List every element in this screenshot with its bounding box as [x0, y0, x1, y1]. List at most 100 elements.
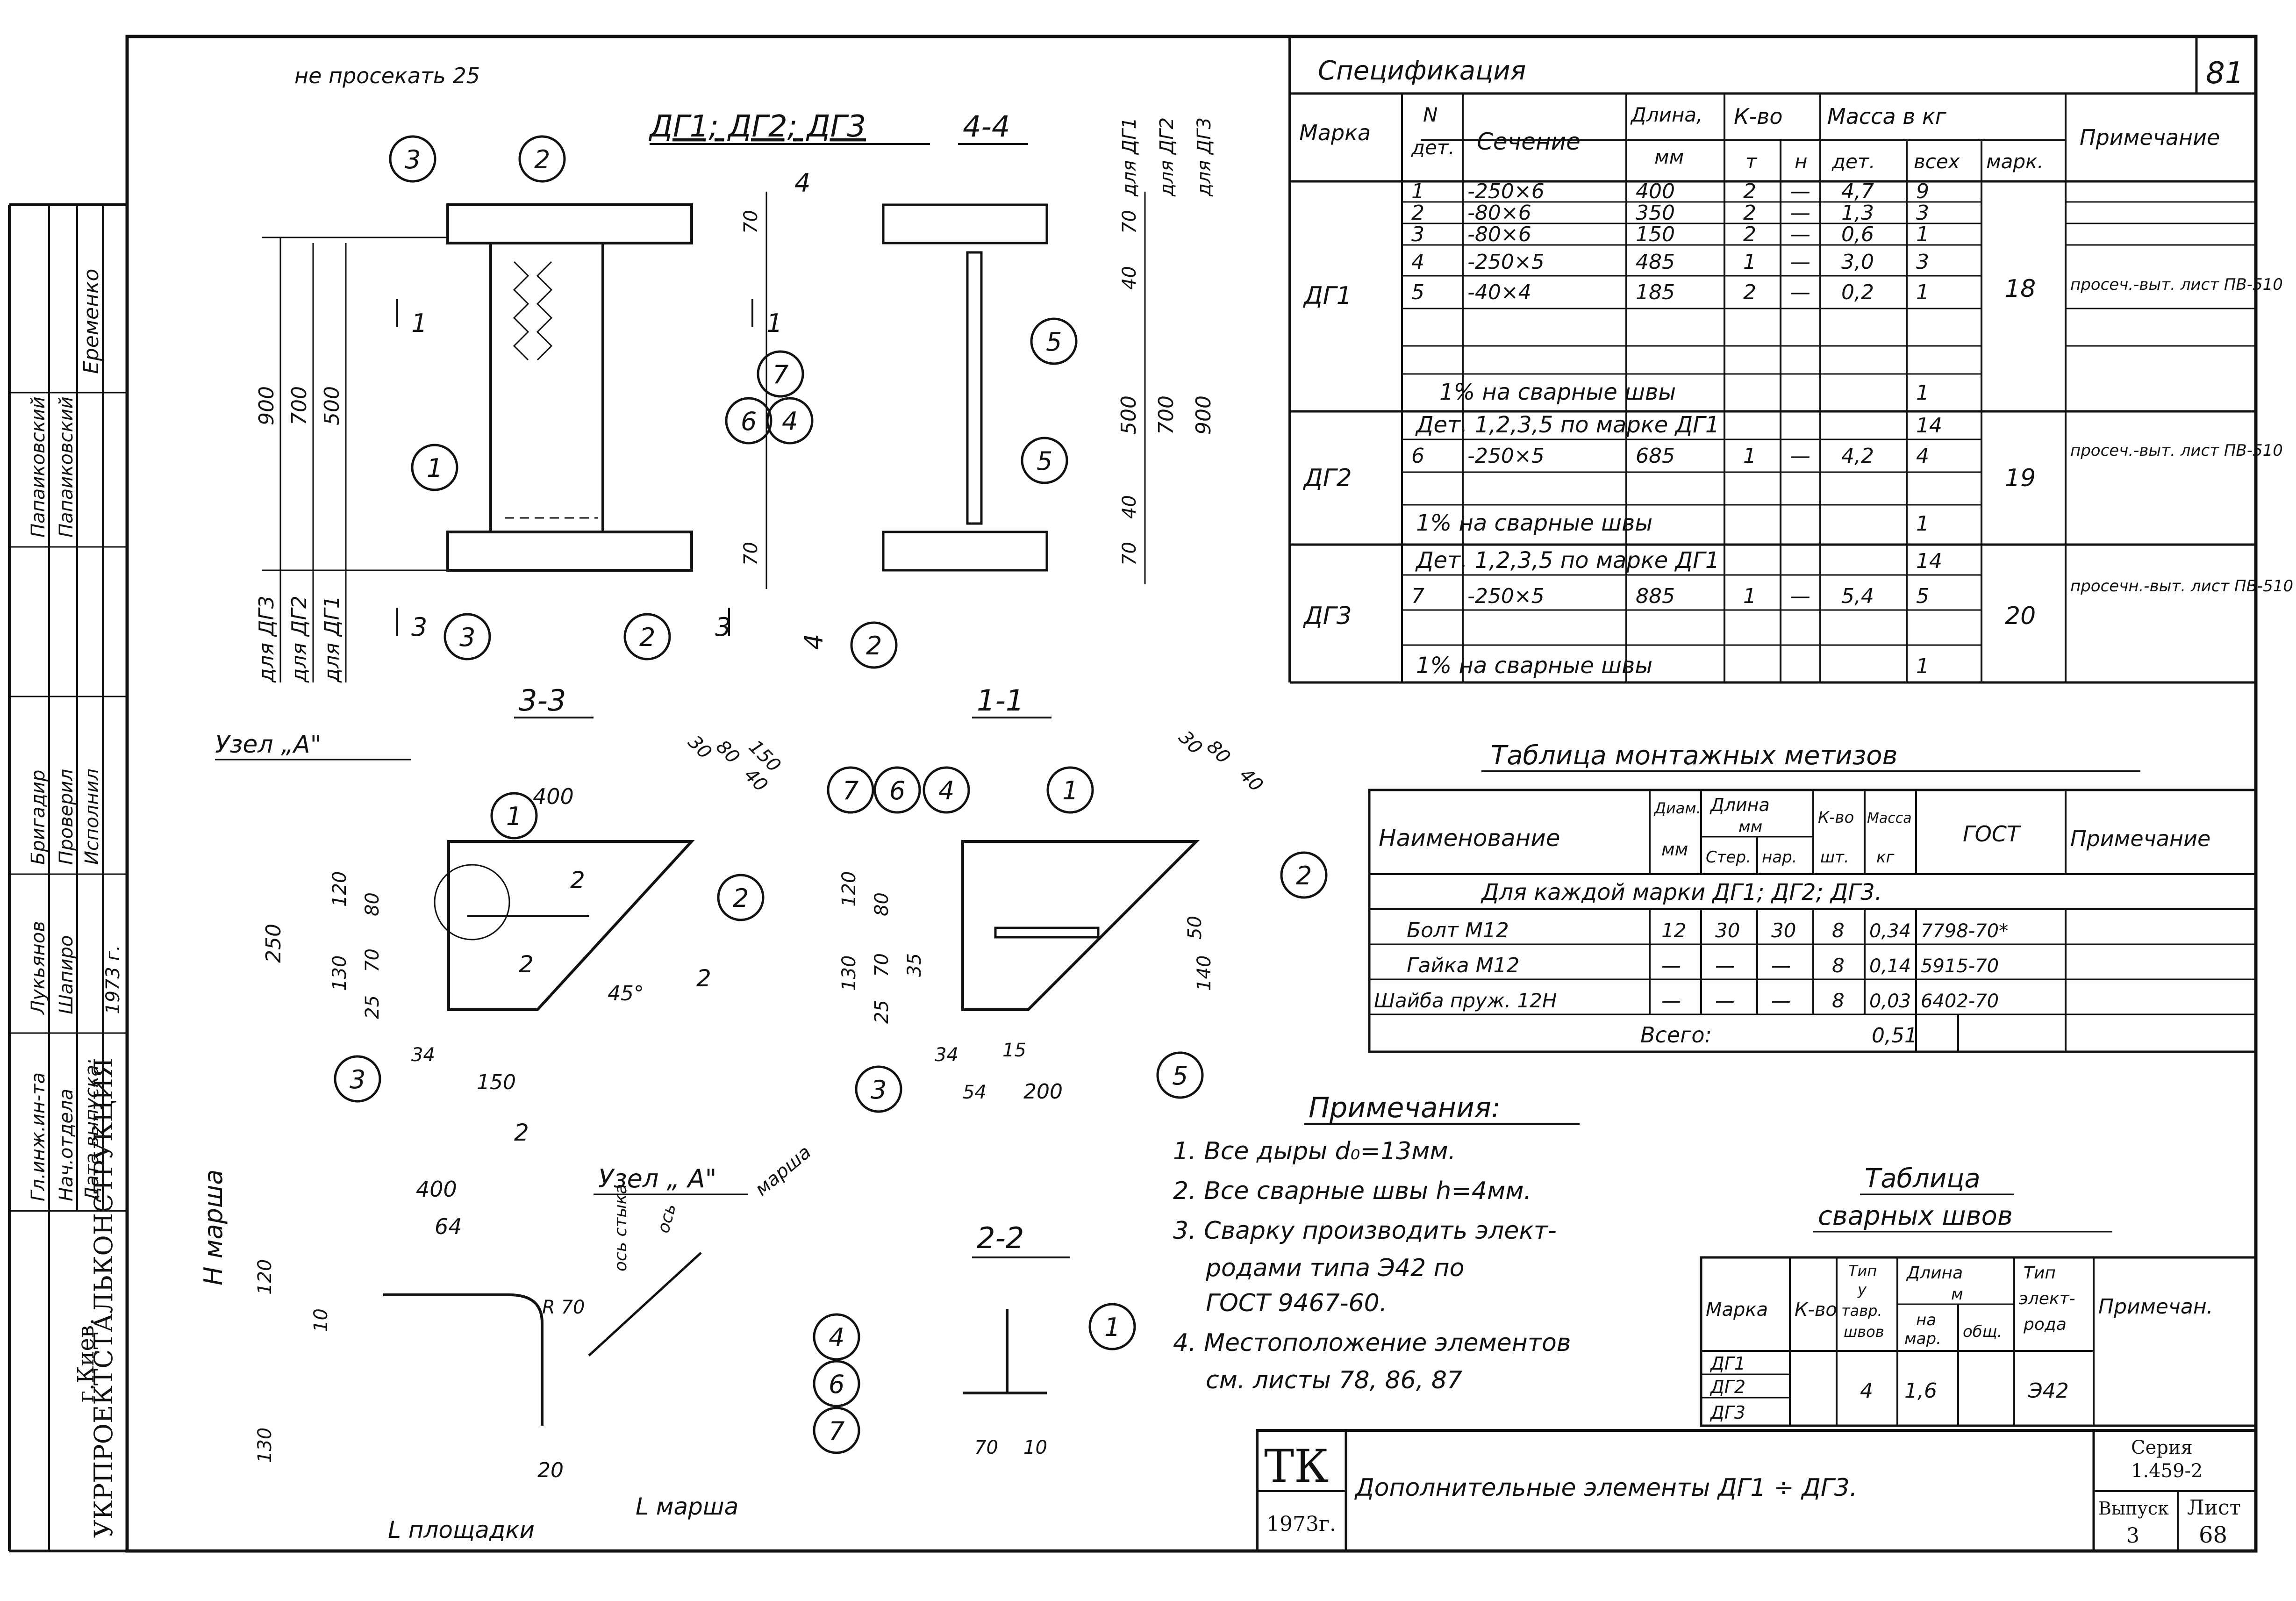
s11-dim-200: 200: [1023, 1080, 1063, 1104]
welds-head-len4: мар.: [1904, 1329, 1941, 1348]
hw-head-len2: мм: [1738, 818, 1762, 836]
s11-dim-70: 70: [871, 953, 893, 977]
s44-for-dg3: для ДГ3: [1194, 117, 1215, 197]
dim-70-top: 70: [740, 210, 762, 234]
spec-dg2-n: 6: [1411, 444, 1424, 468]
hw-name-1: Болт М12: [1407, 919, 1509, 942]
s44-dim-70b: 70: [1119, 542, 1140, 566]
sheet-number: 81: [2206, 56, 2244, 91]
s33-dim-120: 120: [329, 871, 350, 907]
hw-head-note: Примечание: [2070, 826, 2210, 851]
hw-head-len1: Длина: [1709, 795, 1770, 815]
tb-sheet: 68: [2199, 1522, 2227, 1548]
view-1-1: 1-1 120 80 130 70 35 25 34 15 54 200 30 …: [827, 683, 1328, 1113]
welds-head-note: Примечан.: [2098, 1295, 2213, 1319]
s22-dim-70: 70: [974, 1437, 998, 1458]
hw-head-nar: нар.: [1762, 848, 1797, 867]
welds-head-el2: элект-: [2019, 1289, 2075, 1308]
label-for-dg2: для ДГ2: [287, 596, 311, 683]
welds-mark-3: ДГ3: [1709, 1402, 1745, 1423]
s33-cut-2d: 2: [570, 867, 585, 894]
tb-name: Дополнительные элементы ДГ1 ÷ ДГ3.: [1354, 1474, 1857, 1502]
welds-mark-2: ДГ2: [1709, 1377, 1745, 1397]
s33-cut-2: 2: [519, 951, 534, 978]
hw-total: 0,51: [1872, 1024, 1917, 1048]
spec-head-note: Примечание: [2080, 125, 2220, 150]
hw-m-1: 0,34: [1869, 920, 1911, 942]
tk-mark: ТК: [1264, 1440, 1329, 1493]
stamp-city: г.Киев.: [73, 1318, 99, 1402]
label-for-dg1: для ДГ1: [320, 596, 344, 683]
welds-head-el3: рода: [2023, 1315, 2067, 1334]
tb-sheet-label: Лист: [2187, 1496, 2241, 1520]
welds-title-2: сварных швов: [1818, 1201, 2013, 1231]
spec-head-det: дет.: [1411, 136, 1455, 159]
spec-head-t: т: [1745, 150, 1758, 173]
tb-issue-label: Выпуск: [2098, 1498, 2169, 1519]
hw-name-3: Шайба пруж. 12Н: [1374, 989, 1557, 1012]
note-3b: родами типа Э42 по: [1205, 1254, 1465, 1282]
hw-head-gost: ГОСТ: [1963, 821, 2022, 847]
welds-head-qty: К-во: [1795, 1299, 1837, 1321]
welds-head-el1: Тип: [2024, 1264, 2056, 1283]
spec-dg3-ref-v: 14: [1916, 549, 1942, 573]
s11-title: 1-1: [977, 683, 1024, 718]
welds-head-type1: Тип: [1848, 1262, 1877, 1280]
callout-2-s33: 2: [733, 883, 749, 913]
s11-dim-35: 35: [904, 953, 925, 977]
spec-dg2-t: 1: [1743, 444, 1756, 468]
tb-year: 1973г.: [1266, 1512, 1336, 1536]
s11-dim-50: 50: [1184, 916, 1206, 940]
stamp-date: 1973 г.: [102, 945, 124, 1014]
stamp-date-label: Дата выпуска:: [81, 1059, 103, 1202]
tb-issue: 3: [2126, 1524, 2139, 1548]
spec-dg1-t-5: 2: [1743, 280, 1756, 304]
callout-2-main-bottom: 2: [639, 623, 655, 652]
node-dim-20: 20: [537, 1458, 564, 1482]
s44-dim-40a: 40: [1119, 266, 1140, 290]
s33-dim-80-top: 80: [712, 736, 744, 768]
s11-dim-30: 30: [1174, 727, 1207, 759]
spec-dg1-t-1: 2: [1743, 179, 1756, 203]
spec-dg3-weld-v: 1: [1916, 654, 1929, 678]
s33-dim-30: 30: [684, 732, 716, 764]
spec-dg1-h-1: —: [1790, 179, 1810, 203]
hw-n-3: —: [1771, 989, 1791, 1012]
s11-dim-34: 34: [935, 1044, 958, 1066]
no-cut-note: не просекать 25: [294, 63, 480, 88]
spec-dg1-sec-2: -80×6: [1467, 201, 1531, 225]
s11-dim-80-top: 80: [1202, 736, 1235, 768]
hw-g-2: 5915-70: [1921, 955, 1999, 977]
dim-70-bottom: 70: [740, 542, 762, 566]
spec-dg3-h: —: [1790, 584, 1810, 608]
s33-dim-34: 34: [411, 1044, 435, 1066]
spec-dg1-len-1: 400: [1636, 179, 1675, 203]
node-a-title: Узел „ А": [598, 1164, 716, 1193]
spec-dg2-len: 685: [1636, 444, 1675, 468]
spec-dg1-h-5: —: [1790, 280, 1810, 304]
dim-900-left: 900: [255, 386, 279, 425]
callout-5-s44-bottom: 5: [1037, 446, 1052, 476]
spec-dg1-md-5: 0,2: [1841, 280, 1874, 304]
hw-s-1: 30: [1715, 919, 1740, 942]
spec-dg2-ref-v: 14: [1916, 414, 1942, 438]
note-1: 1. Все дыры d₀=13мм.: [1173, 1137, 1456, 1165]
tb-series-label: Серия: [2131, 1437, 2193, 1458]
main-view-title: ДГ1; ДГ2; ДГ3: [648, 109, 866, 144]
s33-dim-130: 130: [329, 955, 350, 991]
spec-dg1-n-1: 1: [1411, 179, 1424, 203]
callout-2-s11: 2: [1296, 861, 1312, 890]
callout-1-main: 1: [427, 453, 443, 483]
spec-dg3-weld: 1% на сварные швы: [1416, 653, 1652, 679]
welds-head-type2: у: [1857, 1281, 1867, 1299]
spec-title: Спецификация: [1318, 56, 1526, 86]
stamp-name-5: Папаиковский: [56, 396, 77, 538]
spec-dg1-ma-5: 1: [1916, 280, 1929, 304]
spec-head-n: N: [1423, 103, 1438, 126]
spec-dg2-rows: Дет. 1,2,3,5 по марке ДГ1 14 6 -250×5 68…: [1303, 412, 2283, 536]
spec-dg1-sec-1: -250×6: [1467, 179, 1545, 203]
s22-title: 2-2: [977, 1221, 1024, 1255]
spec-dg1-len-2: 350: [1636, 201, 1675, 225]
s11-dim-120: 120: [838, 871, 860, 907]
view-2-2: 2-2 70 10 1: [963, 1221, 1136, 1458]
